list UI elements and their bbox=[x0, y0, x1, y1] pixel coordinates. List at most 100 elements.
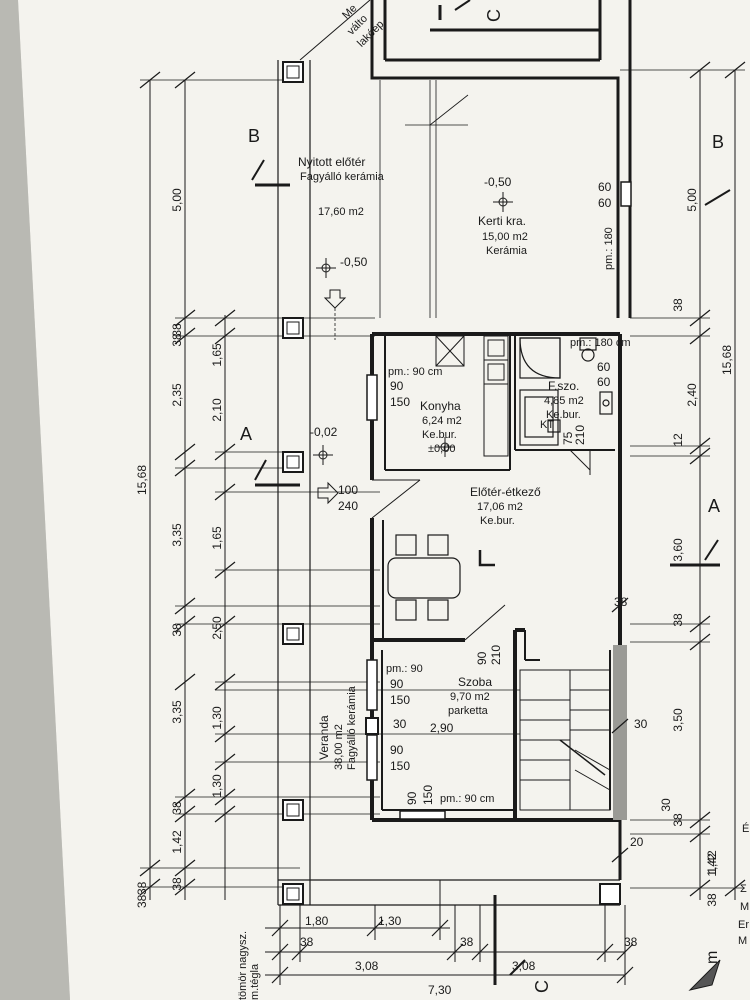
opening-w210: 210 bbox=[573, 425, 587, 445]
room-konyha-floor: Ke.bur. bbox=[422, 429, 457, 441]
dim-left-mid-3: 2,10 bbox=[210, 398, 224, 422]
window-kerti bbox=[620, 181, 632, 207]
opening-w210b: 210 bbox=[489, 645, 503, 665]
room-kerti-level: -0,50 bbox=[484, 175, 512, 189]
right-margin-2: M bbox=[740, 901, 749, 913]
note-pm-180cm: pm.: 180 cm bbox=[570, 337, 631, 349]
dim-right-12: 1,42 bbox=[705, 850, 719, 874]
opening-w100: 100 bbox=[338, 483, 358, 497]
dim-bottom-0: 1,80 bbox=[305, 914, 329, 928]
dim-right-6: 12 bbox=[671, 433, 685, 447]
dim-right-2: 5,00 bbox=[685, 188, 699, 212]
room-veranda-name: Veranda bbox=[317, 715, 331, 760]
dim-left-mid-5: 2,50 bbox=[210, 616, 224, 640]
room-nyitott-area: 17,60 m2 bbox=[318, 206, 364, 218]
opening-w90c: 90 bbox=[390, 677, 404, 691]
fragment-bottom-0: tömör nagysz. bbox=[237, 931, 249, 1000]
note-kt: KT bbox=[540, 419, 554, 431]
room-szoba-area: 9,70 m2 bbox=[450, 691, 490, 703]
dim-left-mid-2: 2,35 bbox=[170, 383, 184, 407]
dim-right-38: 38 bbox=[614, 595, 628, 609]
note-pm-90: pm.: 90 bbox=[386, 663, 423, 675]
room-konyha-area: 6,24 m2 bbox=[422, 415, 462, 427]
room-veranda-area: 38,00 m2 bbox=[333, 724, 345, 770]
dim-left-mid-6: 3,35 bbox=[170, 700, 184, 724]
note-pm-90cm-bottom: pm.: 90 cm bbox=[440, 793, 494, 805]
dim-lines-bottom bbox=[265, 880, 626, 985]
dining-table bbox=[387, 534, 461, 621]
porch-edges bbox=[277, 60, 620, 906]
opening-w150e: 150 bbox=[390, 759, 410, 773]
opening-w75: 75 bbox=[561, 431, 575, 445]
dim-right-5: 2,40 bbox=[685, 383, 699, 407]
paper bbox=[18, 0, 750, 1000]
dim-bottom-4: 38 bbox=[460, 935, 474, 949]
porch-columns bbox=[282, 61, 621, 905]
dim-right-0: 60 bbox=[598, 180, 612, 194]
dim-left-mid-8: 1,42 bbox=[170, 830, 184, 854]
section-m: m bbox=[704, 951, 721, 964]
note-pm-90cm: pm.: 90 cm bbox=[388, 366, 442, 378]
level-nyitott: -0,50 bbox=[340, 255, 368, 269]
dim-left-outer-2: 38 bbox=[135, 881, 149, 895]
room-veranda-floor: Fagyálló kerámia bbox=[346, 685, 358, 770]
right-margin-0: É bbox=[742, 822, 749, 835]
dim-right-9: 3,50 bbox=[671, 708, 685, 732]
opening-w150b: 150 bbox=[421, 785, 435, 805]
bedroom-door-swing bbox=[464, 604, 506, 641]
opening-w60a: 60 bbox=[597, 360, 611, 374]
dim-ticks-right bbox=[611, 61, 746, 897]
background-table bbox=[0, 0, 70, 1000]
dim-bottom-8: 1,42 bbox=[705, 853, 719, 877]
room-kerti-name: Kerti kra. bbox=[478, 214, 526, 228]
room-konyha-level: ±0,00 bbox=[428, 443, 455, 455]
dim-left-inner-1: 1,65 bbox=[210, 526, 224, 550]
dim-right-8: 38 bbox=[671, 613, 685, 627]
dim-left-outer-0: 38 bbox=[135, 894, 149, 908]
dim-bottom-7: 7,30 bbox=[428, 983, 452, 997]
dim-right-15: 30 bbox=[634, 717, 648, 731]
dim-left-mid-4: 3,35 bbox=[170, 523, 184, 547]
dim-right-14: 20 bbox=[630, 835, 644, 849]
dim-right-7: 3,60 bbox=[671, 538, 685, 562]
section-b-right: B bbox=[712, 132, 724, 152]
section-c-top: C bbox=[484, 9, 504, 22]
level-veranda: -0,02 bbox=[310, 425, 338, 439]
kitchen-fixtures bbox=[435, 335, 509, 457]
opening-w150: 150 bbox=[390, 395, 410, 409]
opening-w30: 30 bbox=[393, 717, 407, 731]
section-c-bottom: C bbox=[532, 980, 552, 993]
dim-left-inner-5: 38 bbox=[170, 623, 184, 637]
dim-left-mid-9: 38 bbox=[170, 877, 184, 891]
bathroom-fixtures bbox=[519, 337, 613, 446]
dim-right-1: 60 bbox=[598, 196, 612, 210]
room-szoba-floor: parketta bbox=[448, 705, 489, 717]
section-b-left: B bbox=[248, 126, 260, 146]
dim-left-inner-0: 1,65 bbox=[210, 343, 224, 367]
room-nyitott-floor: Fagyálló kerámia bbox=[300, 171, 385, 183]
section-a-right: A bbox=[708, 496, 720, 516]
dim-left-mid-7: 38 bbox=[170, 801, 184, 815]
opening-w60b: 60 bbox=[597, 375, 611, 389]
room-fszo-floor: Ke.bur. bbox=[546, 409, 581, 421]
dim-bottom-2: 38 bbox=[300, 935, 314, 949]
fragment-bottom-1: m.tégla bbox=[249, 963, 261, 1000]
room-nyitott-name: Nyitott előtér bbox=[298, 155, 365, 169]
right-margin-1: Σ bbox=[740, 883, 747, 895]
opening-w90b: 90 bbox=[475, 651, 489, 665]
dim-right-10: 30 bbox=[659, 798, 673, 812]
dim-bottom-5: 3,08 bbox=[512, 959, 536, 973]
dim-right-4: 15,68 bbox=[720, 345, 734, 375]
right-margin-4: M bbox=[738, 935, 747, 947]
porch-hatch-lines bbox=[379, 80, 437, 318]
note-pm-180: pm.: 180 bbox=[603, 227, 615, 270]
opening-w290: 2,90 bbox=[430, 721, 454, 735]
room-eloter-floor: Ke.bur. bbox=[480, 515, 515, 527]
dim-bottom-1: 1,30 bbox=[378, 914, 402, 928]
level-markers bbox=[313, 192, 513, 465]
section-marks bbox=[251, 0, 731, 985]
room-fszo-name: F.szo. bbox=[548, 379, 579, 393]
dim-left-mid-1: 38 bbox=[170, 333, 184, 347]
room-eloter-name: Előtér-étkező bbox=[470, 485, 541, 499]
